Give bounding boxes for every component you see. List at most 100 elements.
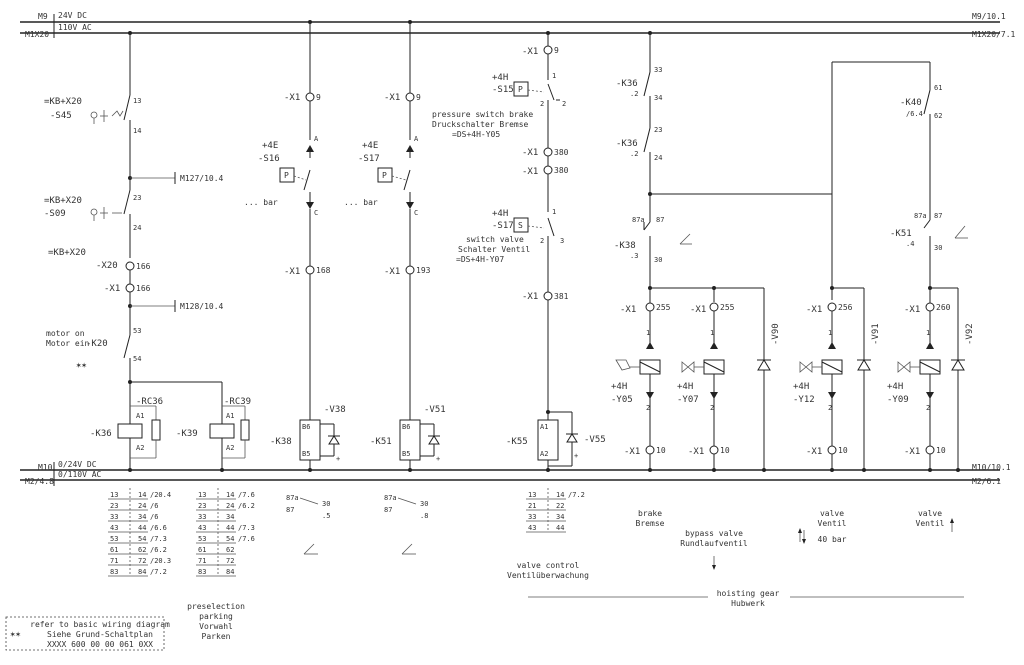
preselection-line-4: Parken <box>202 632 231 641</box>
bus-m1x20-right-label: M1X20/7.1 <box>972 30 1016 39</box>
k36-tag: -K36 <box>90 429 112 439</box>
col4-a2: A2 <box>540 450 548 458</box>
k36b-tag: -K36 <box>616 139 638 149</box>
xref-k39-cell-from: 33 <box>198 513 206 521</box>
y09-x1-tag: -X1 <box>904 305 920 315</box>
xref-k36-cell-from: 61 <box>110 546 118 554</box>
col2-x1b-tag: -X1 <box>284 267 300 277</box>
y12-location: +4H <box>793 382 809 392</box>
s09-location: =KB+X20 <box>44 196 82 206</box>
col4-loc2: +4H <box>492 209 508 219</box>
bus-m10: M10 0/24V DC M10/10.1 <box>20 460 1011 472</box>
y12-x1-num: 256 <box>838 303 853 312</box>
bus-m2-right-label: M2/6.1 <box>972 477 1001 486</box>
circuit-column-3: -X1 9 A +4E -S17 P C ... bar -X1 193 B6 … <box>344 20 446 472</box>
y09-x1b-tag: -X1 <box>904 447 920 457</box>
k39-a1: A1 <box>226 412 234 420</box>
col4-a1: A1 <box>540 423 548 431</box>
k38-87a: 87a <box>632 216 645 224</box>
hoisting-en: hoisting gear <box>717 589 780 598</box>
xref-k36-cell-from: 83 <box>110 568 118 576</box>
col2-plus: + <box>336 455 340 463</box>
s45-terminal-1: 13 <box>133 97 141 105</box>
terminal-x20-166 <box>125 261 135 271</box>
col3-location: +4E <box>362 141 378 151</box>
col4-x1b-num: 380 <box>554 148 569 157</box>
xref-k39-cell-from: 43 <box>198 524 206 532</box>
label-valve: valve Ventil <box>916 509 954 532</box>
col4-k-tag: -K55 <box>506 437 528 447</box>
xref-k39-cell-to: 54 <box>226 535 234 543</box>
xref-k39-cell-ref: /7.6 <box>238 491 255 499</box>
valve-section: 33 34 -K36 .2 23 24 -K36 .2 87a 87 30 -K… <box>611 31 975 472</box>
col3-c: C <box>414 209 418 217</box>
reference-line-1: refer to basic wiring diagram <box>30 620 170 629</box>
xref-k36-cell-ref: /6 <box>150 513 158 521</box>
y12-pin1: 1 <box>828 329 832 337</box>
xref-k55-cell-to: 44 <box>556 524 564 532</box>
bus-m9-right-label: M9/10.1 <box>972 12 1006 21</box>
xref-k55-cell-from: 43 <box>528 524 536 532</box>
col2-bar: ... bar <box>244 198 278 207</box>
label-hoisting-gear: hoisting gear Hubwerk <box>528 589 964 608</box>
y12-x1b-tag: -X1 <box>806 447 822 457</box>
relay-coil-k39 <box>209 423 235 439</box>
x1-tag: -X1 <box>104 284 120 294</box>
col4-n3: 1 <box>552 208 556 216</box>
k20-tag: -K20 <box>86 339 108 349</box>
k38-87: 87 <box>656 216 664 224</box>
xref-k55-cell-to: 34 <box>556 513 564 521</box>
col4-x1d-num: 381 <box>554 292 569 301</box>
col3-v-tag: -V51 <box>424 405 446 415</box>
xref-k36-cell-from: 23 <box>110 502 118 510</box>
y09-tag: -Y09 <box>887 395 909 405</box>
k36b-t1: 23 <box>654 126 662 134</box>
y05-x1b-tag: -X1 <box>624 447 640 457</box>
col4-x1d-tag: -X1 <box>522 292 538 302</box>
v90-tag: -V90 <box>771 323 781 345</box>
xref-k36-cell-ref: /20.4 <box>150 491 171 499</box>
y09-x1b-num: 10 <box>936 446 946 455</box>
col4-x1a-num: 9 <box>554 46 559 55</box>
xref-k39-cell-from: 53 <box>198 535 206 543</box>
bus-m1x20: M1X20 110V AC M1X20/7.1 <box>20 23 1016 39</box>
valve-icon <box>681 361 704 373</box>
label-bypass: bypass valve Rundlaufventil <box>680 529 748 570</box>
col3-b6: B6 <box>402 423 410 431</box>
y05-x1-tag: -X1 <box>620 305 636 315</box>
reference-line-2: Siehe Grund-Schaltplan <box>47 630 153 639</box>
xref-k39-cell-from: 13 <box>198 491 206 499</box>
xref-k39-cell-from: 71 <box>198 557 206 565</box>
xref-k39-cell-to: 44 <box>226 524 234 532</box>
label-brake: brake Bremse <box>636 509 665 528</box>
k39-a2: A2 <box>226 444 234 452</box>
xref-k36-cell-to: 84 <box>138 568 146 576</box>
v91-tag: -V91 <box>871 323 881 345</box>
diagonal-tick-icon <box>679 233 692 245</box>
motor-label-en: motor on <box>46 329 85 338</box>
valve-icon <box>799 361 822 373</box>
xref-k55-cell-from: 21 <box>528 502 536 510</box>
k51-87: 87 <box>934 212 942 220</box>
label-preselection: preselection parking Vorwahl Parken <box>187 602 245 641</box>
col4-plus: + <box>574 452 578 460</box>
y09-pin1: 1 <box>926 329 930 337</box>
valve-icon <box>615 359 640 371</box>
col2-b6: B6 <box>302 423 310 431</box>
col4-x1a-tag: -X1 <box>522 47 538 57</box>
xref-k36-cell-from: 71 <box>110 557 118 565</box>
xref-k51-87: 87 <box>384 506 392 514</box>
col3-a: A <box>414 135 419 143</box>
xref-k51-30: 30 <box>420 500 428 508</box>
s09-terminal-1: 23 <box>133 194 141 202</box>
xref-k39-cell-to: 34 <box>226 513 234 521</box>
y07-x1b-num: 10 <box>720 446 730 455</box>
s45-location: =KB+X20 <box>44 97 82 107</box>
reference-star: ✶✶ <box>10 630 21 640</box>
xref-k36-cell-ref: /7.3 <box>150 535 167 543</box>
bus-m10-right-label: M10/10.1 <box>972 463 1011 472</box>
x1-number: 166 <box>136 284 151 293</box>
k20-terminal-2: 54 <box>133 355 141 363</box>
bus-m1x20-left-label: M1X20 <box>25 30 49 39</box>
